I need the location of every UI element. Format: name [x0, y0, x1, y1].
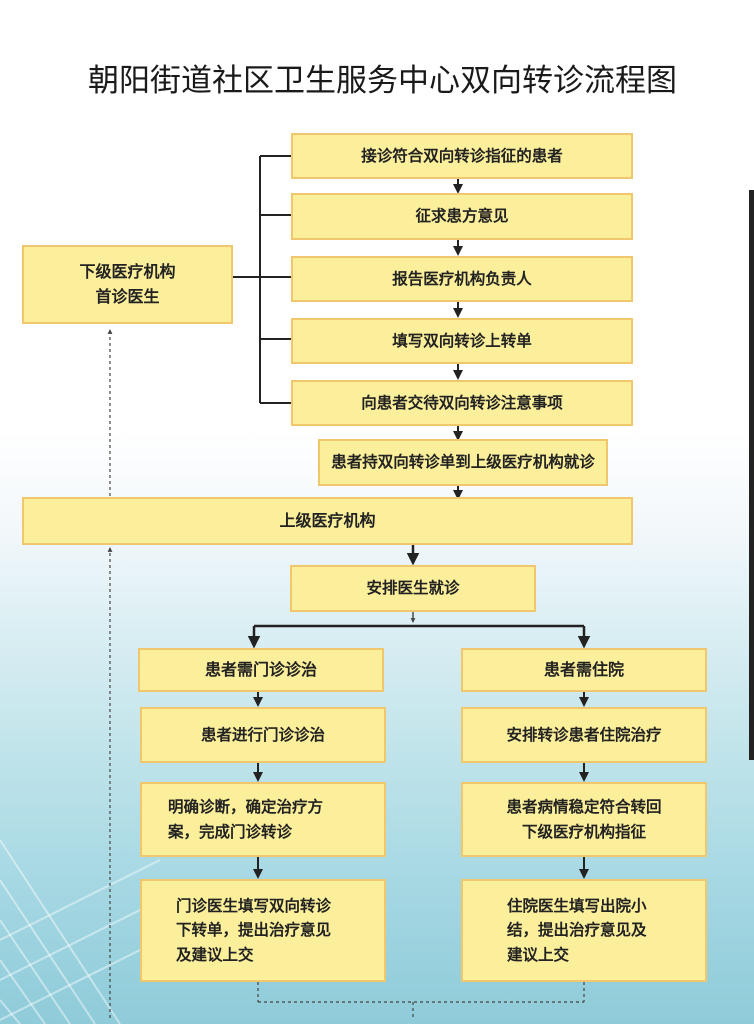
inpatient-stable-line1: 患者病情稳定符合转回 — [506, 798, 662, 817]
step-report-head: 报告医疗机构负责人 — [291, 256, 633, 302]
inpatient-stable-line2: 下级医疗机构指征 — [521, 822, 646, 841]
lower-doctor-line1: 下级医疗机构 — [79, 261, 176, 281]
inpatient-discharge-line2: 结，提出治疗意见及 — [507, 921, 647, 940]
inpatient-stable-box: 患者病情稳定符合转回 下级医疗机构指征 — [461, 782, 707, 857]
outpatient-diagnosis-line2: 案，完成门诊转诊 — [168, 822, 293, 841]
step-patient-referral: 患者持双向转诊单到上级医疗机构就诊 — [318, 439, 608, 486]
step-explain-notes: 向患者交待双向转诊注意事项 — [291, 380, 633, 426]
lower-institution-doctor-box: 下级医疗机构 首诊医生 — [22, 245, 233, 324]
inpatient-head-box: 患者需住院 — [461, 648, 707, 692]
lower-doctor-line2: 首诊医生 — [95, 286, 160, 306]
page-title: 朝阳街道社区卫生服务中心双向转诊流程图 — [88, 63, 677, 99]
outpatient-treatment-box: 患者进行门诊诊治 — [140, 707, 386, 763]
inpatient-discharge-line3: 建议上交 — [507, 945, 570, 964]
outpatient-diagnosis-box: 明确诊断，确定治疗方 案，完成门诊转诊 — [140, 782, 386, 857]
outpatient-downward-form-box: 门诊医生填写双向转诊 下转单，提出治疗意见 及建议上交 — [140, 879, 386, 982]
inpatient-discharge-line1: 住院医生填写出院小 — [507, 897, 647, 916]
outpatient-form-line2: 下转单，提出治疗意见 — [176, 921, 332, 940]
step-receive-patient: 接诊符合双向转诊指征的患者 — [291, 133, 633, 179]
inpatient-discharge-box: 住院医生填写出院小 结，提出治疗意见及 建议上交 — [461, 879, 707, 982]
arrange-doctor-box: 安排医生就诊 — [290, 565, 536, 612]
inpatient-treatment-box: 安排转诊患者住院治疗 — [461, 707, 707, 763]
step-fill-upward-form: 填写双向转诊上转单 — [291, 318, 633, 364]
upper-institution-box: 上级医疗机构 — [22, 497, 633, 545]
outpatient-form-line3: 及建议上交 — [176, 945, 254, 964]
page-edge-bar — [749, 190, 754, 760]
outpatient-form-line1: 门诊医生填写双向转诊 — [176, 897, 332, 916]
outpatient-head-box: 患者需门诊诊治 — [138, 648, 384, 692]
step-seek-opinion: 征求患方意见 — [291, 193, 633, 240]
outpatient-diagnosis-line1: 明确诊断，确定治疗方 — [168, 798, 324, 817]
